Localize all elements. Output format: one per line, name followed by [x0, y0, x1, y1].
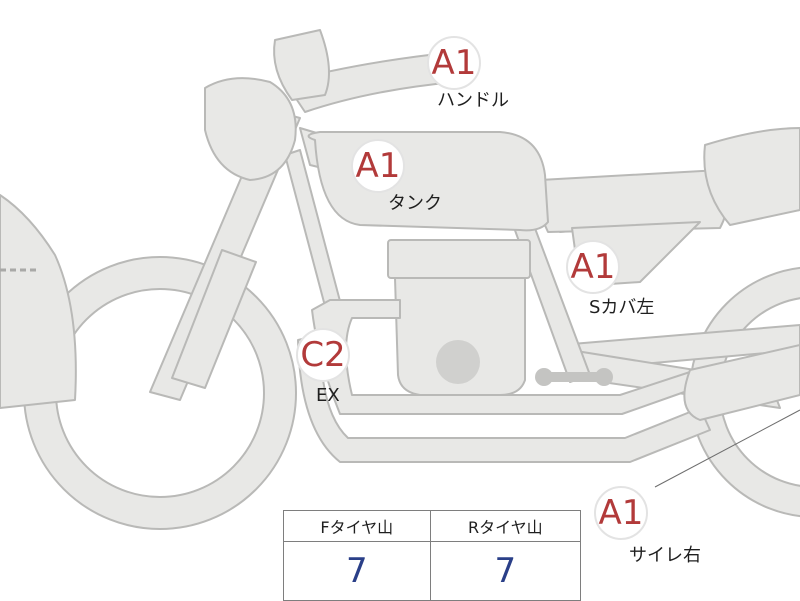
foot-peg — [540, 372, 606, 382]
headlight — [204, 77, 297, 181]
grade-text-tank: A1 — [355, 146, 401, 186]
grade-badge-exhaust: C2 — [296, 328, 350, 382]
header-front-tire: Fタイヤ山 — [283, 510, 431, 542]
front-fender — [0, 194, 77, 409]
grade-text-handle: A1 — [431, 43, 477, 83]
foot-peg-end-left — [535, 368, 553, 386]
label-exhaust: EX — [316, 385, 340, 406]
label-muffler-right: サイレ右 — [629, 545, 701, 566]
label-handle: ハンドル — [437, 90, 509, 111]
grade-badge-tank: A1 — [351, 139, 405, 193]
grade-text-exhaust: C2 — [300, 335, 346, 375]
cylinder-head — [387, 239, 531, 279]
value-rear-tire: 7 — [429, 541, 582, 601]
grade-badge-handle: A1 — [427, 36, 481, 90]
tread-header-row: Fタイヤ山 Rタイヤ山 — [283, 510, 582, 542]
value-front-tire: 7 — [283, 541, 431, 601]
rear-cowl — [703, 127, 800, 226]
label-side-cover-left: Sカバ左 — [589, 297, 655, 318]
grade-text-muffler-right: A1 — [598, 493, 644, 533]
muffler-leader-line — [654, 409, 800, 488]
label-tank: タンク — [388, 193, 442, 214]
tread-value-row: 7 7 — [283, 541, 582, 601]
exhaust-pipe-2 — [297, 334, 711, 463]
header-rear-tire: Rタイヤ山 — [429, 510, 582, 542]
muffler — [683, 344, 800, 421]
engine-cover — [436, 340, 480, 384]
grade-badge-muffler-right: A1 — [594, 486, 648, 540]
handlebar-post — [273, 29, 330, 101]
fuel-tank — [307, 131, 549, 232]
grade-badge-side-cover-left: A1 — [566, 240, 620, 294]
foot-peg-end-right — [595, 368, 613, 386]
grade-text-side-cover-left: A1 — [570, 247, 616, 287]
fork-lower — [171, 249, 257, 389]
tire-tread-table: Fタイヤ山 Rタイヤ山 7 7 — [283, 510, 582, 601]
